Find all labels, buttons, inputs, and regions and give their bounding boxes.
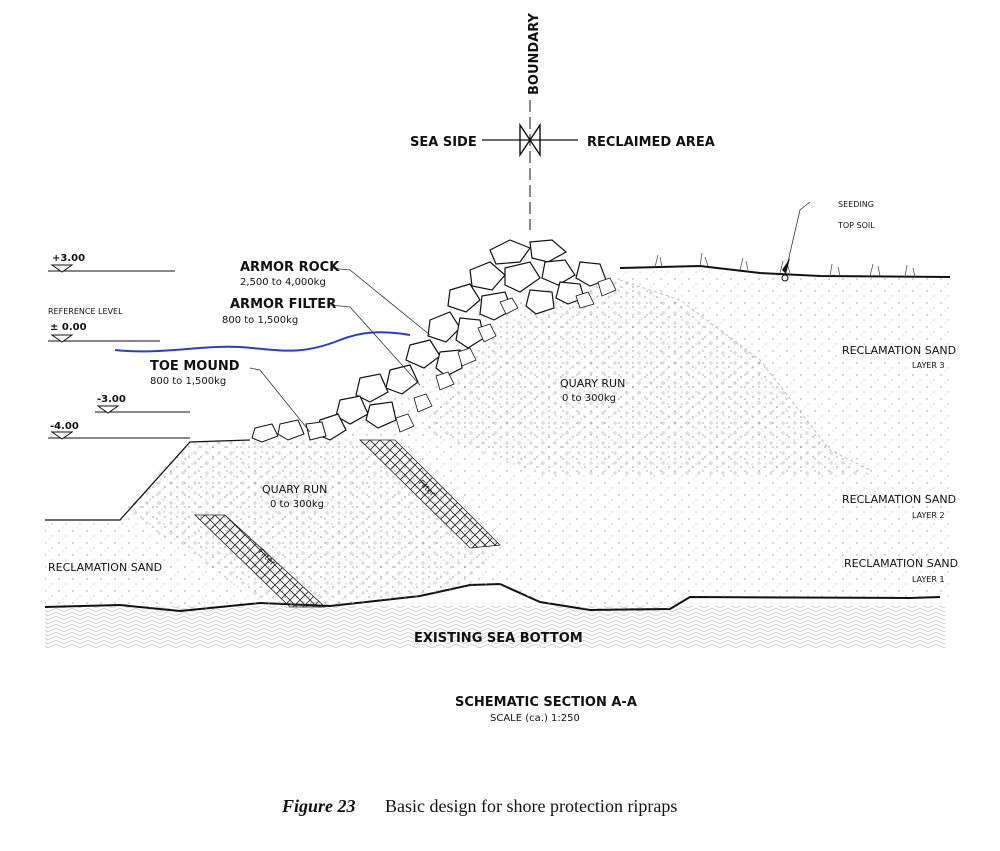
armor-filter-range: 800 to 1,500kg [222,315,298,326]
top-soil-label: TOP SOIL [837,221,875,230]
seeding-label: SEEDING [838,200,874,209]
section-scale: SCALE (ca.) 1:250 [490,713,580,724]
boundary-marker-icon [519,122,541,158]
leader-lines [249,201,811,433]
sea-bottom-hatch [45,606,945,648]
quary-run-upper-label: QUARY RUN [560,377,625,390]
sea-side-label: SEA SIDE [410,135,477,150]
reclamation-1-label: RECLAMATION SAND [844,557,958,570]
top-soil-marker-icon [781,274,789,282]
level-plus3-label: +3.00 [52,253,85,264]
reclamation-2-label: RECLAMATION SAND [842,493,956,506]
armor-filter-label: ARMOR FILTER [230,297,336,312]
filter-band-upper [359,439,501,549]
quary-run-boundary [619,279,871,471]
quary-run-upper-fill [420,280,870,475]
boundary-label: BOUNDARY [527,12,542,95]
level-markers [48,264,190,440]
quary-run-lower-range: 0 to 300kg [270,499,324,510]
reclamation-left-label: RECLAMATION SAND [48,561,162,574]
sea-bottom-label: EXISTING SEA BOTTOM [414,631,583,646]
figure-number: Figure 23 [281,796,356,816]
reference-level-label: REFERENCE LEVEL [48,307,123,316]
level-minus3-label: -3.00 [97,394,126,405]
quary-run-lower-label: QUARY RUN [262,483,327,496]
figure-caption: Basic design for shore protection riprap… [385,796,677,816]
level-minus4-label: -4.00 [50,421,79,432]
armor-rock-range: 2,500 to 4,000kg [240,277,326,288]
toe-mound-stones [251,419,327,443]
reclamation-1-layer: LAYER 1 [912,575,945,584]
filter-band-lower [194,514,327,608]
section-title: SCHEMATIC SECTION A-A [455,695,637,710]
seeding-arrow-icon [782,258,790,274]
toe-mound-label: TOE MOUND [150,359,240,374]
armor-rock-label: ARMOR ROCK [240,260,340,275]
lower-slope-line [45,439,251,521]
reclamation-3-layer: LAYER 3 [912,361,945,370]
armor-filter-stones [395,277,617,433]
level-zero-label: ± 0.00 [50,322,87,333]
top-soil-line [619,264,951,278]
quary-run-upper-range: 0 to 300kg [562,393,616,404]
reclaimed-area-label: RECLAIMED AREA [587,135,715,150]
toe-mound-range: 800 to 1,500kg [150,376,226,387]
reclamation-2-layer: LAYER 2 [912,511,945,520]
seeding-grass [654,252,916,278]
reclamation-3-label: RECLAMATION SAND [842,344,956,357]
water-surface-line [114,331,411,353]
